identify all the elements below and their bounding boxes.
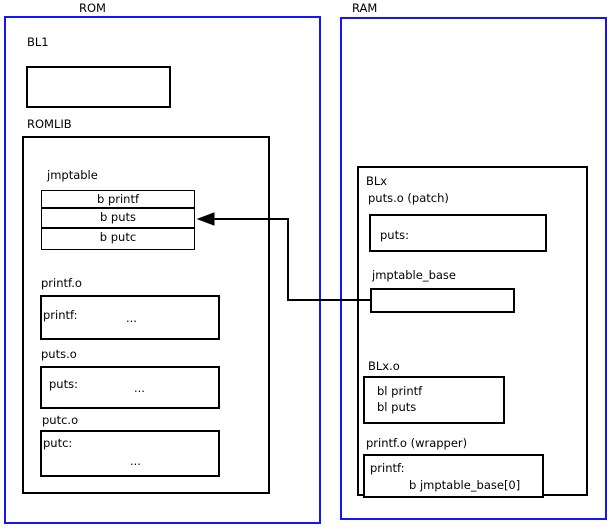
puts-patch-label: puts.o (patch): [368, 191, 449, 205]
romlib-object-1-label: puts.o: [41, 347, 77, 361]
jmptable-entry-2: b putc: [41, 228, 195, 250]
jmptable-label: jmptable: [47, 168, 98, 182]
jmptable-entry-0: b printf: [41, 190, 195, 208]
romlib-object-2-symbol: putc:: [43, 436, 73, 450]
ram-region-title: RAM: [352, 1, 378, 15]
jmptable-base-label: jmptable_base: [372, 268, 456, 282]
romlib-object-1-body: ...: [134, 381, 145, 395]
romlib-label: ROMLIB: [27, 117, 72, 131]
blx-o-label: BLx.o: [368, 359, 400, 373]
romlib-object-2-body: ...: [130, 454, 141, 468]
rom-region-title: ROM: [79, 1, 106, 15]
bl1-label: BL1: [27, 35, 49, 49]
printf-wrapper-symbol: printf:: [370, 461, 405, 475]
puts-patch-symbol: puts:: [380, 228, 409, 242]
blx-o-box: bl printf bl puts: [363, 376, 505, 424]
romlib-object-0-label: printf.o: [41, 276, 82, 290]
romlib-object-0-body: ...: [126, 311, 137, 325]
blx-label: BLx: [366, 174, 388, 188]
romlib-object-1-box: puts: ...: [40, 366, 220, 409]
jmptable-base-box: [370, 288, 515, 313]
romlib-object-2-box: putc: ...: [40, 430, 220, 477]
blx-o-line-0: bl printf: [377, 384, 423, 398]
printf-wrapper-instruction: b jmptable_base[0]: [409, 478, 521, 492]
jmptable-entry-2-text: b putc: [99, 230, 137, 244]
romlib-object-2-label: putc.o: [42, 413, 79, 427]
jmptable-entry-1-text: b puts: [99, 210, 137, 224]
blx-o-line-1: bl puts: [377, 400, 417, 414]
jmptable-entry-0-text: b printf: [96, 192, 140, 206]
puts-patch-box: puts:: [369, 214, 547, 252]
romlib-object-1-symbol: puts:: [49, 377, 78, 391]
printf-wrapper-label: printf.o (wrapper): [366, 436, 468, 450]
romlib-object-0-box: printf: ...: [40, 295, 220, 340]
romlib-object-0-symbol: printf:: [43, 308, 78, 322]
jmptable-entry-1: b puts: [41, 208, 195, 228]
bl1-box: [26, 66, 171, 108]
printf-wrapper-box: printf: b jmptable_base[0]: [363, 454, 544, 498]
